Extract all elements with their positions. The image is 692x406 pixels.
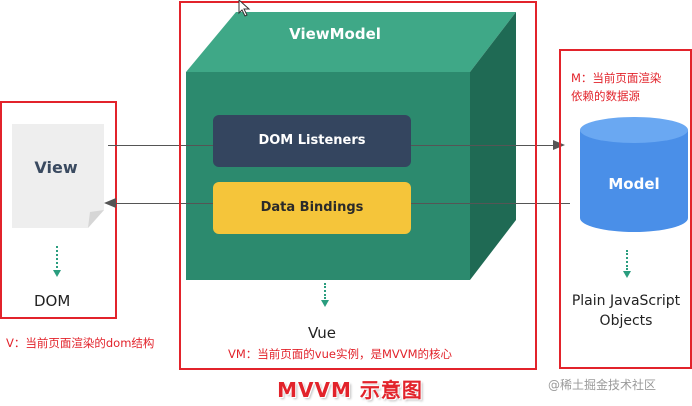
view-document: View	[12, 124, 104, 228]
viewmodel-note: VM：当前页面的vue实例，是MVVM的核心	[228, 347, 453, 361]
bindings-arrow-head	[104, 198, 116, 208]
watermark: @稀土掘金技术社区	[548, 378, 657, 392]
view-dom-arrow-head	[53, 270, 61, 277]
plain-js-label: Plain JavaScript Objects	[571, 293, 681, 329]
data-bindings-label: Data Bindings	[260, 200, 364, 215]
model-arrow-head	[623, 271, 631, 278]
data-bindings-box	[213, 182, 411, 234]
dom-listeners-box	[213, 115, 411, 167]
viewmodel-title: ViewModel	[289, 25, 381, 43]
vue-arrow-line	[324, 283, 326, 299]
model-title: Model	[608, 175, 660, 193]
dom-listeners-label: DOM Listeners	[258, 133, 366, 148]
view-document-shape	[12, 124, 104, 228]
model-arrow-line	[626, 250, 628, 270]
vue-arrow-head	[321, 300, 329, 307]
view-dom-arrow-line	[56, 246, 58, 268]
view-note: V：当前页面渲染的dom结构	[6, 336, 155, 350]
model-cylinder	[580, 117, 688, 232]
model-note-line1: M：当前页面渲染	[571, 71, 662, 85]
model-note-line2: 依赖的数据源	[571, 89, 640, 103]
viewmodel-cube	[186, 12, 516, 280]
diagram-caption: MVVM 示意图	[277, 378, 423, 402]
view-title: View	[34, 158, 78, 177]
model-highlight-box	[559, 49, 692, 369]
vue-label: Vue	[308, 324, 336, 342]
mouse-cursor-icon	[238, 0, 251, 17]
dom-label: DOM	[34, 292, 71, 310]
viewmodel-highlight-box	[179, 1, 537, 370]
view-highlight-box	[0, 101, 117, 319]
